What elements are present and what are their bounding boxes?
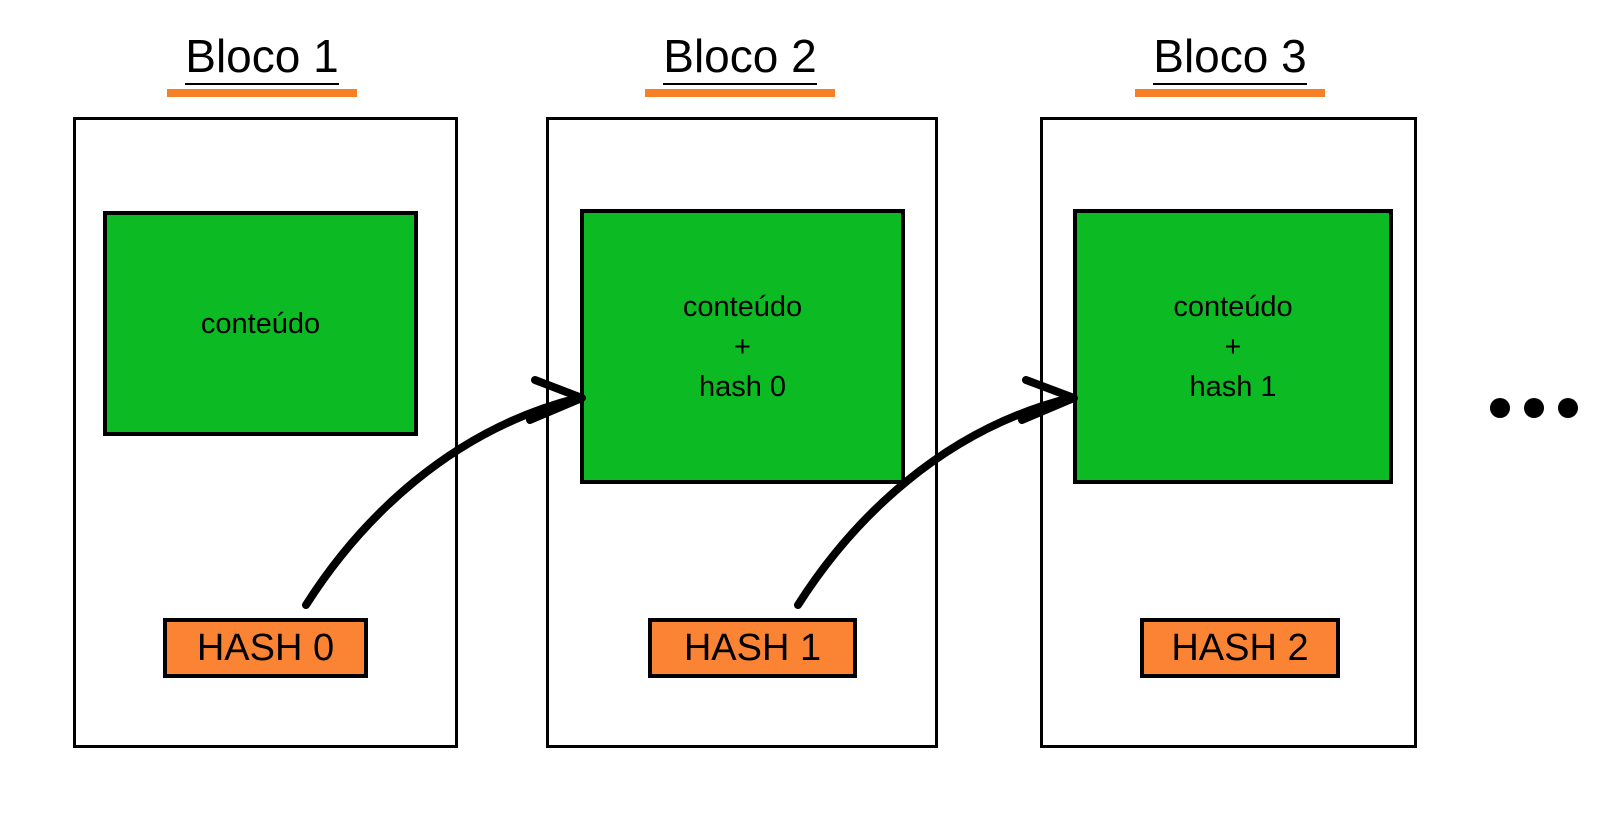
block-title-1-accent-underline [167, 89, 357, 97]
block-1-hash-box: HASH 0 [163, 618, 368, 678]
block-1-hash-label: HASH 0 [196, 627, 335, 669]
block-title-1: Bloco 1 [112, 30, 412, 97]
block-3-content-box: conteúdo + hash 1 [1073, 209, 1393, 484]
block-2-hash-label: HASH 1 [683, 627, 822, 669]
continuation-ellipsis [1490, 398, 1578, 418]
block-2-content-line-3: hash 0 [698, 370, 787, 403]
block-1-content-box: conteúdo [103, 211, 418, 436]
ellipsis-dot-1 [1490, 398, 1510, 418]
block-3-content-line-3: hash 1 [1189, 370, 1277, 403]
block-title-2: Bloco 2 [590, 30, 890, 97]
block-2-hash-box: HASH 1 [648, 618, 857, 678]
block-3-hash-label: HASH 2 [1171, 627, 1309, 669]
block-title-1-label: Bloco 1 [185, 30, 339, 85]
ellipsis-dot-3 [1558, 398, 1578, 418]
block-title-2-accent-underline [645, 89, 835, 97]
block-title-3-label: Bloco 3 [1153, 30, 1307, 85]
block-3-content-line-2: + [1224, 330, 1242, 363]
block-2-content-line-1: conteúdo [682, 290, 803, 323]
block-3-content-line-1: conteúdo [1173, 290, 1293, 323]
block-1-content-line-1: conteúdo [200, 307, 321, 340]
block-2-content-box: conteúdo + hash 0 [580, 209, 905, 484]
block-2-content-line-2: + [734, 330, 751, 363]
block-title-2-label: Bloco 2 [663, 30, 817, 85]
block-3-hash-box: HASH 2 [1140, 618, 1340, 678]
block-title-3: Bloco 3 [1080, 30, 1380, 97]
block-title-3-accent-underline [1135, 89, 1325, 97]
ellipsis-dot-2 [1524, 398, 1544, 418]
